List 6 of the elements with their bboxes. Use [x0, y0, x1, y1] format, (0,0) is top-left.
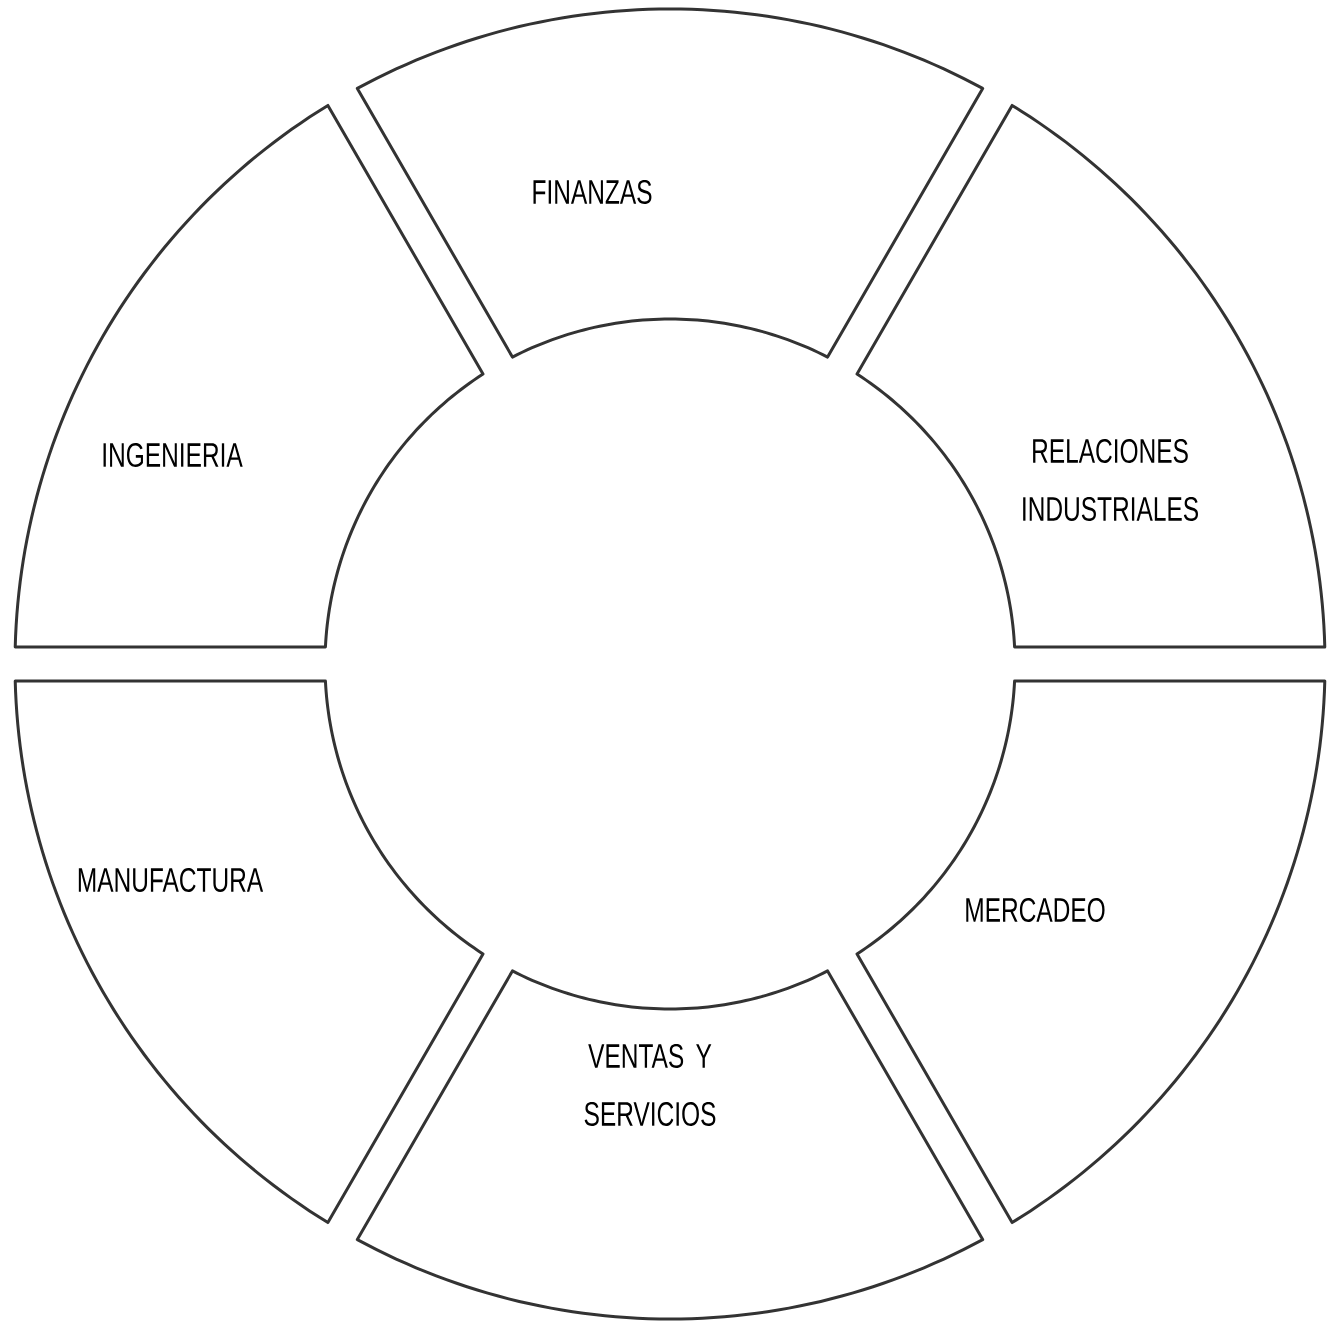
ring-segment: INGENIERIA	[13, 103, 485, 649]
ring-segment: VENTAS Y SERVICIOS	[355, 969, 985, 1321]
ring-segment: MERCADEO	[855, 679, 1327, 1225]
ring-segment: MANUFACTURA	[13, 679, 485, 1225]
ring-segment: FINANZAS	[355, 7, 985, 359]
ring-segment: RELACIONES INDUSTRIALES	[855, 103, 1327, 649]
